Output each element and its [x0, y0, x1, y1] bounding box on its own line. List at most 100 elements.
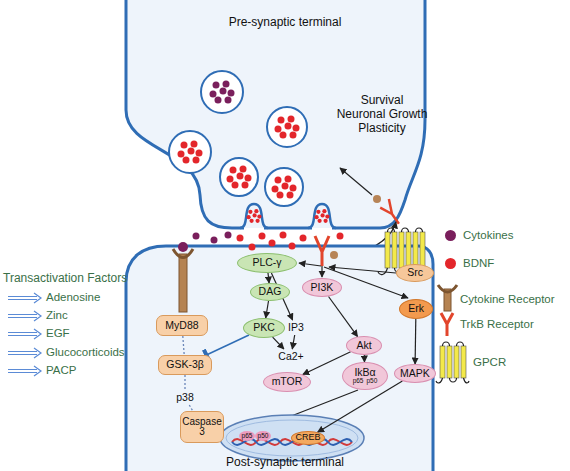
synaptic-vesicle	[220, 158, 258, 196]
list-item: Glucocorticoids	[46, 346, 125, 359]
legend-entry: GPCR	[473, 356, 506, 368]
cytokine-receptor	[178, 242, 188, 252]
synaptic-vesicle	[315, 209, 330, 223]
synaptic-vesicle	[227, 166, 252, 189]
gpcr-receptor	[406, 232, 411, 268]
pathway-node: DAG	[250, 283, 290, 301]
postsynaptic-terminal	[126, 246, 433, 471]
annotation-label: Pre-synaptic terminal	[195, 16, 375, 30]
legend-text: Cytokine Receptor	[460, 293, 555, 305]
released-bdnf	[337, 233, 344, 240]
node-text: MyD88	[165, 320, 198, 331]
pathway-node: GSK-3β	[158, 355, 212, 375]
synaptic-vesicle	[267, 107, 307, 147]
nucleus	[226, 420, 358, 456]
gpcr-receptor	[385, 232, 390, 268]
presynaptic-trkb-receptor	[373, 195, 381, 203]
gpcr-receptor	[399, 232, 404, 268]
legend-trkb-receptor	[441, 313, 453, 336]
presynaptic-terminal	[308, 204, 336, 228]
arrow-connector	[292, 335, 294, 349]
cytokine-receptor	[173, 242, 193, 312]
node-text: mTOR	[272, 376, 303, 387]
synaptic-vesicle	[169, 71, 330, 223]
pathway-node: Caspase 3	[180, 411, 224, 443]
released-cytokines	[193, 233, 200, 240]
pathway-node: IkBαp65p50	[342, 362, 388, 390]
pathway-node: mTOR	[263, 372, 311, 392]
arrow-connector	[268, 273, 269, 283]
synaptic-vesicle	[265, 168, 303, 206]
gpcr-receptor	[392, 232, 397, 268]
node-text: Caspase 3	[181, 417, 223, 438]
dotted-connector	[183, 336, 184, 355]
factor-arrow	[8, 329, 41, 339]
node-text: IkBα	[354, 367, 375, 378]
factor-arrow	[8, 311, 41, 321]
factor-arrow	[8, 293, 41, 303]
list-item: Zinc	[46, 309, 68, 322]
annotation-label: Post-synaptic terminal	[195, 456, 375, 470]
legend-text: BDNF	[463, 257, 494, 269]
arrow-connector	[273, 337, 284, 349]
synaptic-vesicle	[272, 176, 297, 199]
pathway-node: Akt	[346, 336, 382, 355]
presynaptic-terminal	[240, 204, 268, 228]
synaptic-vesicle	[275, 116, 300, 139]
node-text: p38	[176, 392, 194, 403]
list-heading: Transactivation Factors	[3, 272, 127, 286]
node-text: Ca2+	[278, 351, 303, 362]
transcription-factor	[255, 431, 271, 441]
arrow-connector	[329, 297, 358, 337]
arrow-connector	[415, 319, 417, 364]
signal-arrow	[299, 263, 321, 266]
factor-arrow	[8, 348, 41, 358]
text-node: Ca2+	[275, 349, 307, 364]
arrow-connector	[266, 301, 269, 318]
synaptic-vesicle	[210, 81, 235, 104]
pathway-node: PI3K	[302, 278, 342, 297]
released-bdnf	[249, 244, 256, 251]
pathway-node: Erk	[399, 299, 433, 319]
text-node: p38	[172, 390, 198, 405]
synaptic-vesicle	[247, 209, 262, 223]
pathway-node: Src	[396, 264, 434, 282]
annotation-label: p65	[239, 432, 255, 439]
node-text: MAPK	[400, 368, 430, 379]
released-bdnf	[289, 243, 296, 250]
annotation-label: p50	[255, 432, 271, 439]
gpcr-receptor	[420, 232, 425, 268]
released-cytokines	[193, 232, 232, 244]
factor-arrow	[8, 366, 41, 376]
node-text: DAG	[259, 286, 282, 297]
legend-gpcr	[461, 346, 466, 378]
released-bdnf	[300, 235, 307, 242]
signal-arrow	[321, 266, 322, 277]
annotation-label: Survival Neuronal Growth Plasticity	[336, 94, 428, 135]
legend-gpcr	[436, 342, 469, 383]
legend-gpcr	[436, 342, 469, 383]
pathway-node: PKC	[243, 318, 285, 338]
legend-gpcr	[447, 346, 452, 378]
dotted-connector	[184, 375, 185, 390]
nucleus	[220, 415, 364, 461]
legend-gpcr	[454, 346, 459, 378]
legend-swatch	[445, 230, 456, 241]
pathway-node: MyD88	[156, 315, 208, 336]
cytokine-receptor	[179, 254, 187, 312]
inhibition-connector	[206, 335, 249, 355]
legend-text: Cytokines	[463, 229, 514, 241]
released-bdnf	[269, 240, 276, 247]
node-text: IP3	[288, 322, 304, 333]
released-cytokines	[211, 237, 218, 244]
legend-text: TrkB Receptor	[460, 318, 534, 330]
node-text: CREB	[295, 433, 320, 442]
legend-cytokine-receptor	[438, 285, 457, 292]
trkb-receptor	[315, 236, 338, 266]
legend-entry: BDNF	[445, 257, 494, 269]
node-text: PKC	[253, 322, 275, 333]
presynaptic-trkb-receptor	[379, 199, 404, 227]
node-text: PI3K	[311, 282, 334, 293]
trkb-receptor	[315, 236, 329, 266]
